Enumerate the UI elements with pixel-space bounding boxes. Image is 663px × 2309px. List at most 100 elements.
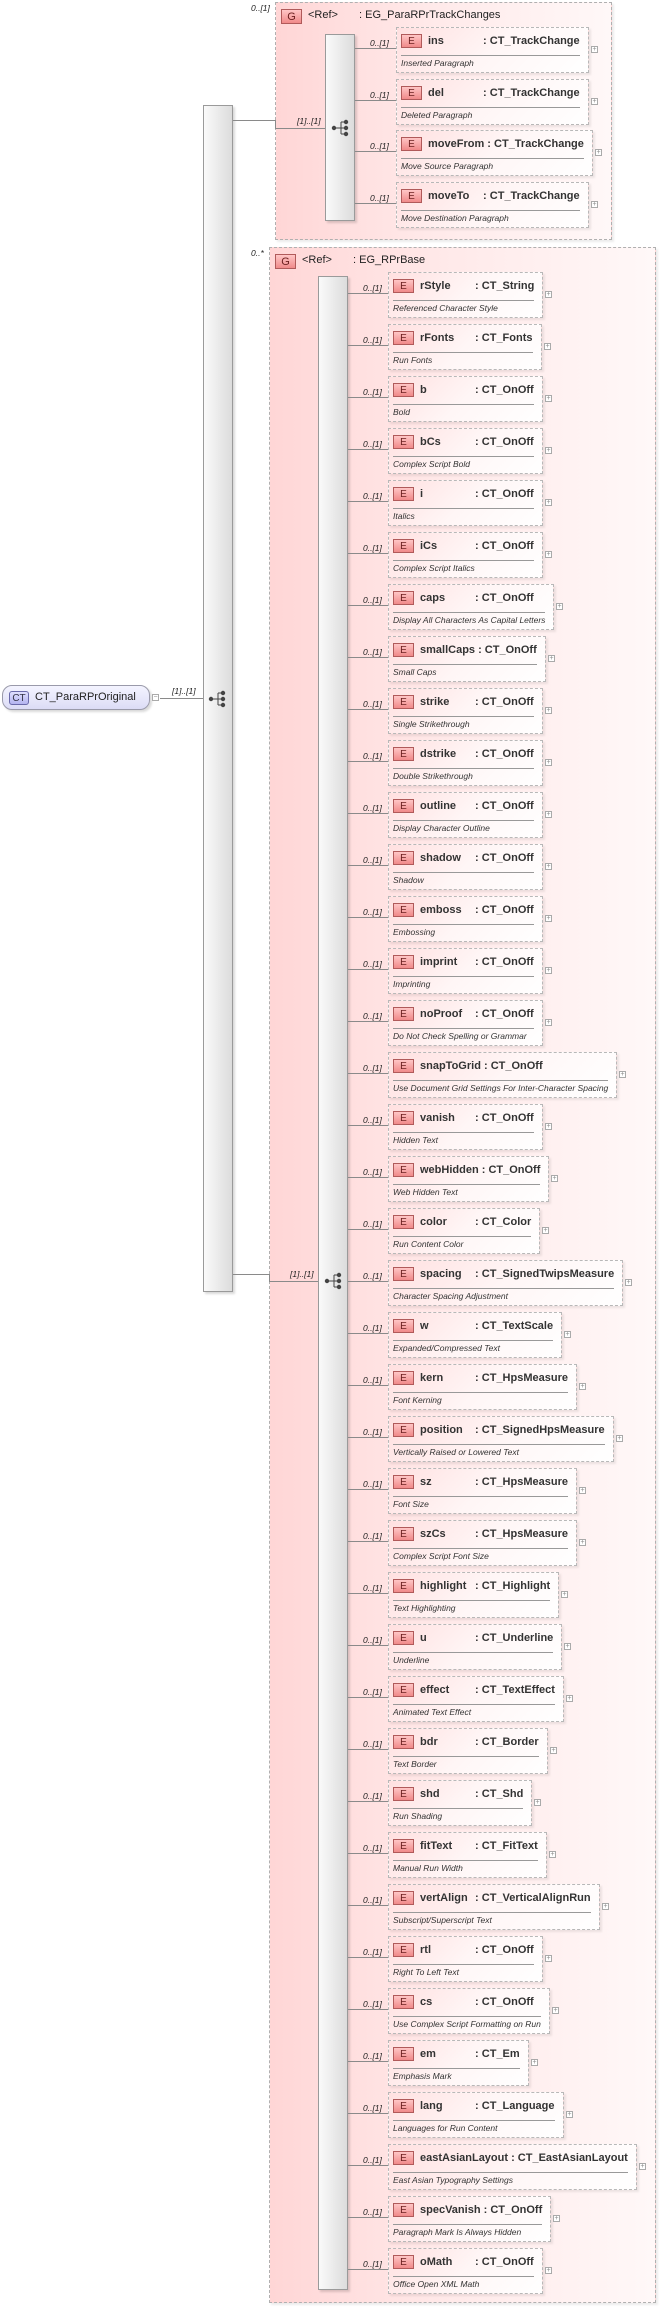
plus-icon[interactable]: +: [545, 499, 552, 506]
plus-icon[interactable]: +: [595, 149, 602, 156]
element-name: imprint: [420, 955, 458, 968]
element-occurrence: 0..[1]: [363, 387, 382, 397]
collapse-icon[interactable]: −: [152, 694, 159, 701]
element-description: East Asian Typography Settings: [393, 2175, 514, 2185]
plus-icon[interactable]: +: [545, 2267, 552, 2274]
connector-line: [348, 1697, 388, 1698]
connector-line: [348, 1229, 388, 1230]
plus-icon[interactable]: +: [564, 1331, 571, 1338]
plus-icon[interactable]: +: [602, 1903, 609, 1910]
plus-icon[interactable]: +: [561, 1591, 568, 1598]
plus-icon[interactable]: +: [552, 2007, 559, 2014]
plus-icon[interactable]: +: [566, 2111, 573, 2118]
plus-icon[interactable]: +: [579, 1383, 586, 1390]
plus-icon[interactable]: +: [549, 1851, 556, 1858]
element-badge: E: [393, 1214, 414, 1229]
complex-type-node[interactable]: CT CT_ParaRPrOriginal: [2, 685, 150, 710]
group-type[interactable]: : EG_RPrBase: [353, 254, 426, 266]
plus-icon[interactable]: +: [545, 1019, 552, 1026]
plus-icon[interactable]: +: [591, 46, 598, 53]
plus-icon[interactable]: +: [639, 2163, 646, 2170]
divider: [393, 1392, 568, 1393]
plus-icon[interactable]: +: [564, 1643, 571, 1650]
plus-icon[interactable]: +: [534, 1799, 541, 1806]
plus-icon[interactable]: +: [556, 603, 563, 610]
plus-icon[interactable]: +: [625, 1279, 632, 1286]
plus-icon[interactable]: +: [531, 2059, 538, 2066]
plus-icon[interactable]: +: [545, 863, 552, 870]
plus-icon[interactable]: +: [545, 551, 552, 558]
plus-icon[interactable]: +: [551, 1175, 558, 1182]
plus-icon[interactable]: +: [545, 915, 552, 922]
group-type[interactable]: : EG_ParaRPrTrackChanges: [359, 9, 501, 21]
plus-icon[interactable]: +: [566, 1695, 573, 1702]
plus-icon[interactable]: +: [550, 1747, 557, 1754]
sequence-cardinality: [1]..[1]: [290, 1269, 314, 1279]
plus-icon[interactable]: +: [579, 1487, 586, 1494]
plus-icon[interactable]: +: [545, 447, 552, 454]
plus-icon[interactable]: +: [548, 655, 555, 662]
plus-icon[interactable]: +: [545, 291, 552, 298]
plus-icon[interactable]: +: [545, 811, 552, 818]
plus-icon[interactable]: +: [591, 201, 598, 208]
plus-icon[interactable]: +: [545, 707, 552, 714]
plus-icon[interactable]: +: [545, 1123, 552, 1130]
plus-icon[interactable]: +: [591, 98, 598, 105]
connector-line: [348, 345, 388, 346]
plus-icon[interactable]: +: [579, 1539, 586, 1546]
plus-icon[interactable]: +: [619, 1071, 626, 1078]
element-description: Languages for Run Content: [393, 2123, 498, 2133]
plus-icon[interactable]: +: [545, 395, 552, 402]
plus-icon[interactable]: +: [542, 1227, 549, 1234]
plus-icon[interactable]: +: [544, 343, 551, 350]
plus-icon[interactable]: +: [545, 1955, 552, 1962]
plus-icon[interactable]: +: [545, 967, 552, 974]
plus-icon[interactable]: +: [545, 759, 552, 766]
plus-icon[interactable]: +: [553, 2215, 560, 2222]
plus-icon[interactable]: +: [616, 1435, 623, 1442]
